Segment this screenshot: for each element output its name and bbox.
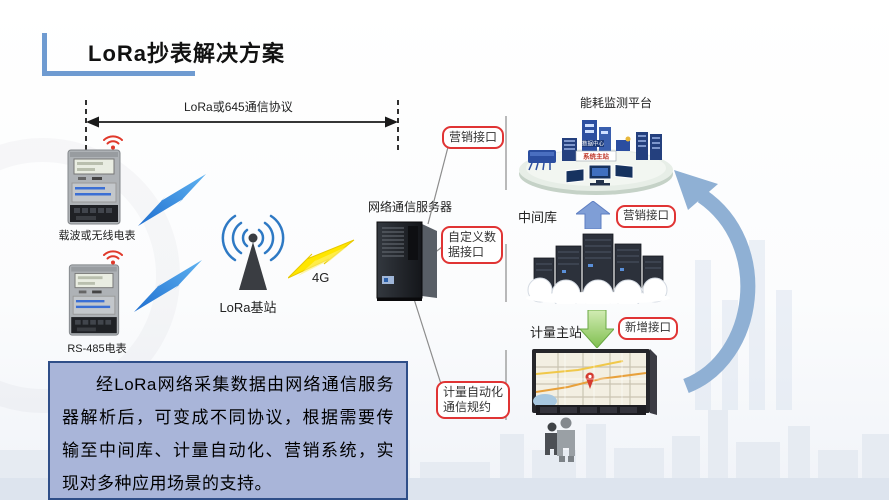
system-master-label: 系统主站	[583, 152, 610, 161]
energy-platform-label: 能耗监测平台	[579, 96, 652, 110]
interface-box-marketing-left: 营销接口	[442, 126, 505, 149]
lora-station-label: LoRa基站	[219, 300, 277, 315]
curved-feedback-arrow	[674, 170, 756, 393]
down-arrow-green	[580, 310, 614, 348]
middle-db-label: 中间库	[518, 210, 558, 225]
lightning-bolt-blue-2	[134, 260, 202, 312]
interface-box-metering-protocol: 计量自动化通信规约	[436, 381, 510, 419]
description-box: 经LoRa网络采集数据由网络通信服务器解析后，可变成不同协议，根据需要传输至中间…	[48, 361, 408, 500]
meter-2-label: RS-485电表	[67, 343, 127, 355]
network-server-tower	[376, 221, 437, 301]
lightning-bolt-4g	[288, 239, 355, 279]
lora-base-station	[221, 214, 285, 290]
link-4g-label: 4G	[312, 270, 330, 285]
metering-master-label: 计量主站	[530, 325, 583, 340]
middle-db-cluster	[526, 233, 670, 304]
title-accent-bar-horizontal	[42, 71, 195, 76]
interface-box-marketing-right: 营销接口	[616, 205, 676, 228]
metering-master-screen	[532, 349, 657, 462]
energy-platform-illustration: 数据中心 系统主站	[519, 120, 673, 195]
page-title: LoRa抄表解决方案	[88, 41, 286, 66]
wifi-signal-icon	[103, 250, 123, 265]
electric-meter-1	[67, 149, 121, 225]
meter-1-label: 载波或无线电表	[58, 230, 136, 242]
lightning-bolt-blue-1	[138, 174, 206, 226]
description-text: 经LoRa网络采集数据由网络通信服务器解析后，可变成不同协议，根据需要传输至中间…	[62, 375, 394, 493]
electric-meter-2	[68, 264, 120, 336]
protocol-label: LoRa或645通信协议	[184, 100, 293, 114]
data-center-label: 数据中心	[582, 140, 605, 148]
title-accent-bar-vertical	[42, 33, 47, 76]
wifi-signal-icon	[103, 135, 123, 150]
interface-box-new-interface: 新增接口	[618, 317, 678, 340]
up-arrow-blue	[576, 201, 610, 229]
interface-box-custom-data: 自定义数据接口	[441, 226, 503, 264]
server-label: 网络通信服务器	[367, 200, 452, 214]
background-bar	[776, 290, 792, 410]
